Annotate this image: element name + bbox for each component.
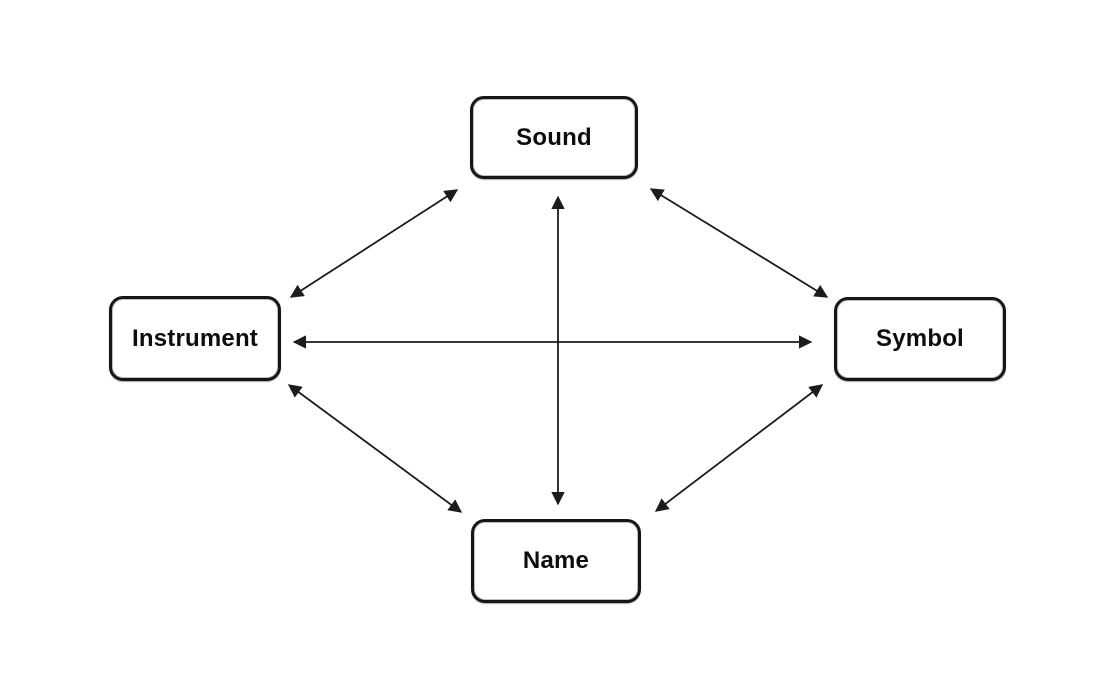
edge-symbol-name bbox=[654, 384, 824, 512]
node-sound-label: Sound bbox=[516, 123, 592, 151]
node-instrument: Instrument bbox=[109, 296, 281, 381]
node-instrument-label: Instrument bbox=[131, 324, 258, 352]
node-name-label: Name bbox=[522, 547, 590, 574]
node-sound: Sound bbox=[470, 96, 638, 179]
node-symbol-label: Symbol bbox=[876, 325, 964, 352]
edge-instrument-sound bbox=[289, 189, 459, 298]
edge-sound-symbol bbox=[649, 188, 829, 298]
node-name: Name bbox=[471, 519, 641, 603]
node-symbol: Symbol bbox=[834, 297, 1006, 381]
edge-instrument-name bbox=[287, 384, 463, 513]
